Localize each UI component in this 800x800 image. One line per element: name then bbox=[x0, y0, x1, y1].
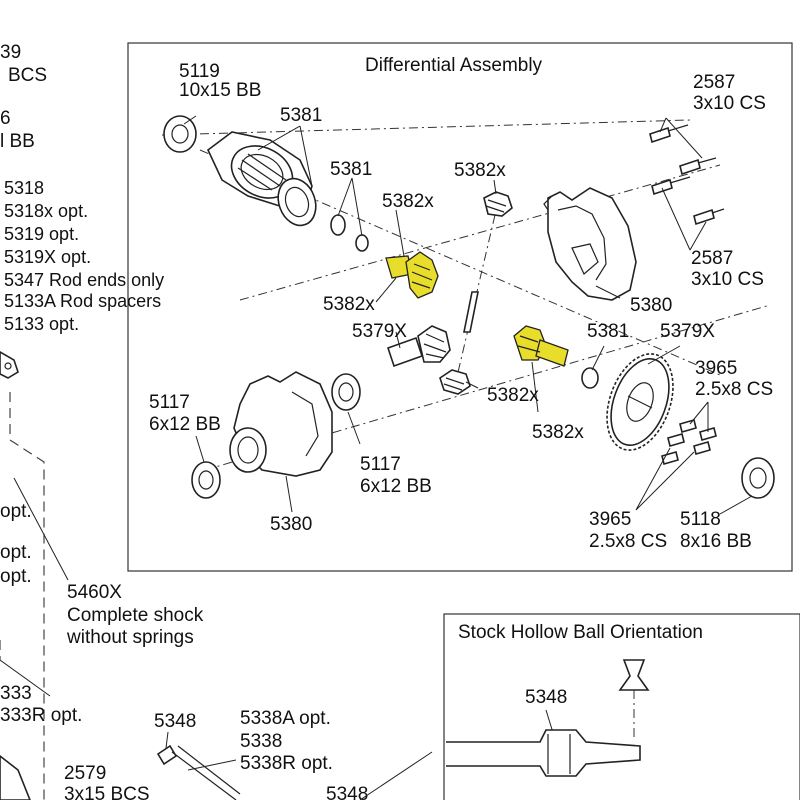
label-opt-1: opt. bbox=[0, 501, 32, 522]
label-5117-a: 5117 bbox=[149, 392, 190, 413]
label-5381-c: 5381 bbox=[587, 321, 629, 342]
label-2579: 2579 bbox=[64, 763, 106, 784]
label-without-springs: without springs bbox=[66, 627, 194, 648]
side-gear-yellow-2 bbox=[513, 325, 569, 367]
label-3965-b-spec: 2.5x8 CS bbox=[589, 531, 667, 552]
label-5133a: 5133A Rod spacers bbox=[4, 291, 161, 311]
screws-2587-top bbox=[649, 124, 725, 226]
rod-end-part bbox=[0, 351, 19, 379]
label-333r: 333R opt. bbox=[0, 705, 82, 726]
edge-label-4: l BB bbox=[0, 131, 35, 152]
hollow-ball-drawing bbox=[446, 659, 650, 777]
label-333: 333 bbox=[0, 683, 32, 704]
label-5382x-e: 5382x bbox=[532, 422, 584, 443]
lower-left-part bbox=[0, 754, 31, 800]
lower-axis-line-2 bbox=[239, 164, 721, 301]
label-5117-b-spec: 6x12 BB bbox=[360, 476, 432, 497]
label-5382x-c: 5382x bbox=[323, 294, 375, 315]
label-5460x: 5460X bbox=[67, 582, 122, 603]
label-opt-2: opt. bbox=[0, 542, 32, 563]
label-5382x-b: 5382x bbox=[382, 191, 434, 212]
spider-gear-top bbox=[483, 191, 513, 217]
output-5379x-left bbox=[386, 325, 451, 368]
edge-label-1: 39 bbox=[0, 42, 21, 63]
spider-gear-lower bbox=[439, 369, 471, 395]
bearing-5117-b bbox=[331, 373, 361, 411]
label-complete-shock: Complete shock bbox=[67, 605, 204, 626]
label-5380-a: 5380 bbox=[630, 295, 672, 316]
label-3965-b: 3965 bbox=[589, 509, 631, 530]
label-5118: 5118 bbox=[680, 509, 721, 530]
label-5318x: 5318x opt. bbox=[4, 201, 88, 221]
cross-pin bbox=[463, 291, 479, 333]
edge-label-2: BCS bbox=[8, 65, 47, 86]
housing-upper bbox=[543, 187, 637, 301]
label-3965-a-spec: 2.5x8 CS bbox=[695, 379, 773, 400]
lower-left-arm bbox=[0, 659, 51, 697]
label-5319x: 5319X opt. bbox=[4, 247, 91, 267]
label-5380-b: 5380 bbox=[270, 514, 312, 535]
housing-lower bbox=[229, 371, 333, 477]
differential-assembly-title: Differential Assembly bbox=[365, 55, 543, 76]
ring-gear bbox=[606, 353, 674, 451]
label-5381-b: 5381 bbox=[330, 159, 372, 180]
shim-5381-a bbox=[330, 214, 369, 252]
label-5382x-a: 5382x bbox=[454, 160, 506, 181]
label-5318: 5318 bbox=[4, 178, 44, 198]
bearing-5117-a bbox=[191, 461, 221, 499]
label-5338r: 5338R opt. bbox=[240, 753, 333, 774]
label-opt-3: opt. bbox=[0, 566, 32, 587]
label-5381-a: 5381 bbox=[280, 105, 322, 126]
label-5119-spec: 10x15 BB bbox=[179, 80, 261, 101]
label-5382x-d: 5382x bbox=[487, 385, 539, 406]
label-2579-spec: 3x15 BCS bbox=[64, 784, 150, 800]
label-5338a: 5338A opt. bbox=[240, 708, 331, 729]
side-gear-yellow-1 bbox=[385, 251, 439, 299]
label-2587-a-spec: 3x10 CS bbox=[693, 93, 766, 114]
ball-orientation-title: Stock Hollow Ball Orientation bbox=[458, 622, 703, 643]
gasket-5381 bbox=[277, 177, 317, 227]
label-5338: 5338 bbox=[240, 731, 282, 752]
label-5118-spec: 8x16 BB bbox=[680, 531, 752, 552]
label-5347: 5347 Rod ends only bbox=[4, 270, 164, 290]
label-5379x-b: 5379X bbox=[660, 321, 715, 342]
label-5319: 5319 opt. bbox=[4, 224, 79, 244]
bearing-5118 bbox=[741, 457, 775, 499]
ball-leader bbox=[359, 751, 433, 800]
upper-axis-line bbox=[161, 119, 691, 136]
bearing-5119 bbox=[163, 115, 197, 153]
diff-case bbox=[207, 131, 313, 209]
label-5133: 5133 opt. bbox=[4, 314, 79, 334]
label-5379x-a: 5379X bbox=[352, 321, 407, 342]
edge-label-3: 6 bbox=[0, 108, 11, 129]
screws-3965 bbox=[661, 419, 717, 465]
label-5117-b: 5117 bbox=[360, 454, 401, 475]
label-3965-a: 3965 bbox=[695, 358, 737, 379]
label-5119: 5119 bbox=[179, 61, 220, 82]
label-5117-a-spec: 6x12 BB bbox=[149, 414, 221, 435]
label-2587-a: 2587 bbox=[693, 72, 735, 93]
shock-dashed-line-1 bbox=[9, 392, 45, 800]
rod-link-part bbox=[156, 731, 241, 800]
label-5348-lower: 5348 bbox=[154, 711, 196, 732]
label-2587-b: 2587 bbox=[691, 248, 733, 269]
label-5348-bottom: 5348 bbox=[326, 784, 368, 800]
shim-5381-right bbox=[581, 367, 599, 389]
leader-lines bbox=[13, 115, 753, 581]
ball-label-5348: 5348 bbox=[525, 687, 567, 708]
label-2587-b-spec: 3x10 CS bbox=[691, 269, 764, 290]
differential-assembly-frame bbox=[127, 42, 793, 572]
ball-orientation-frame bbox=[443, 613, 800, 800]
